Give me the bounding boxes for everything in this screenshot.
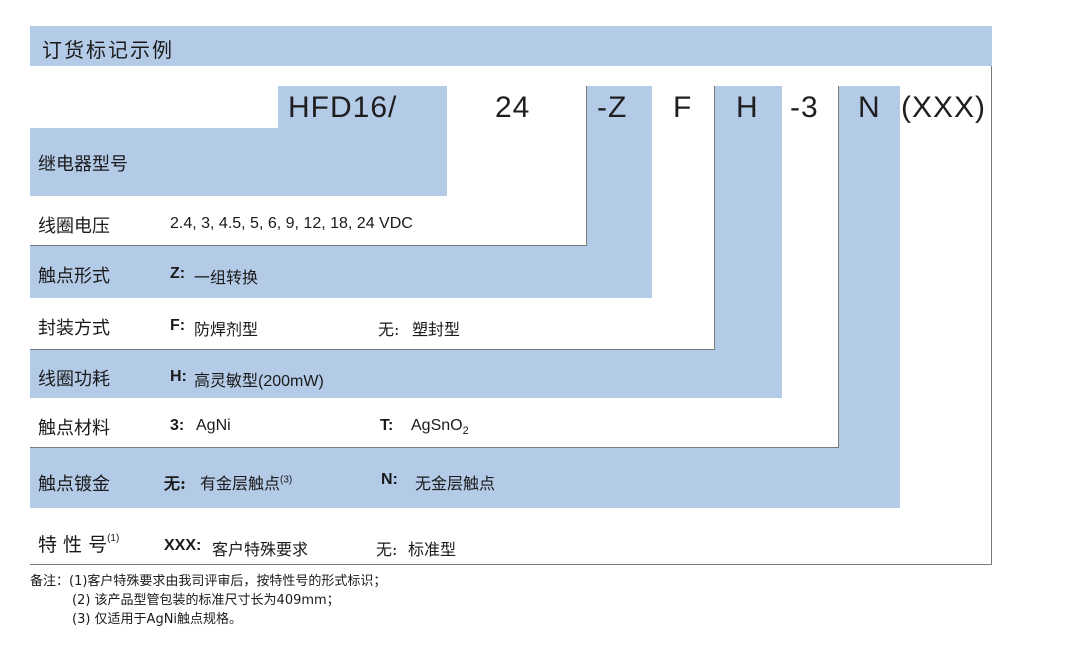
page-title: 订货标记示例 [42, 38, 174, 62]
key-special-none: 无: [376, 540, 398, 559]
key-sealing-none: 无: [378, 320, 400, 339]
desc-plating-nogold: 无金层触点 [415, 474, 496, 493]
code-base: HFD16/ [288, 91, 398, 124]
desc-material-sub: 2 [462, 425, 469, 438]
label-special: 特 性 号 [38, 534, 108, 556]
line-seal-right [714, 86, 715, 350]
label-contact-material: 触点材料 [38, 418, 110, 439]
band-coil-power [30, 350, 782, 398]
label-special-wrap: 特 性 号(1) [38, 530, 119, 557]
code-contact: -Z [597, 91, 628, 124]
value-coil-voltage: 2.4, 3, 4.5, 5, 6, 9, 12, 18, 24 VDC [170, 215, 413, 232]
key-contact-form: Z: [170, 265, 186, 282]
code-plating: N [858, 91, 881, 124]
desc-plating-gold: 有金层触点 [200, 474, 281, 493]
code-power: H [736, 91, 759, 124]
key-sealing-f: F: [170, 317, 186, 334]
desc-contact-form: 一组转换 [194, 268, 259, 287]
line-voltage-bottom [30, 245, 586, 246]
key-coil-power: H: [170, 368, 187, 385]
title-bar [30, 26, 992, 66]
key-plating-none: 无: [164, 474, 186, 493]
line-special-bottom [30, 564, 992, 565]
note-3: (3) 仅适用于AgNi触点规格。 [72, 612, 243, 627]
desc-special-none: 标准型 [408, 540, 457, 559]
label-contact-form: 触点形式 [38, 266, 110, 287]
key-special-xxx: XXX: [164, 537, 202, 554]
line-material-right [838, 86, 839, 448]
key-material-t: T: [380, 417, 394, 434]
label-coil-power: 线圈功耗 [38, 369, 110, 390]
desc-special-xxx: 客户特殊要求 [212, 540, 309, 559]
band-plating-code [838, 86, 900, 448]
desc-coil-power-watt: (200mW) [258, 373, 324, 390]
code-material: -3 [790, 91, 819, 124]
code-special: (XXX) [901, 91, 987, 124]
code-voltage: 24 [495, 91, 531, 124]
desc-material-agni: AgNi [196, 417, 231, 434]
key-material-3: 3: [170, 417, 185, 434]
band-relay-type [30, 128, 447, 196]
desc-sealing-f: 防焊剂型 [194, 320, 259, 339]
band-contact-plating [30, 448, 900, 508]
desc-plating-gold-wrap: 有金层触点(3) [200, 470, 292, 494]
code-seal: F [673, 91, 693, 124]
desc-coil-power: 高灵敏型 [194, 371, 259, 390]
desc-sealing-none: 塑封型 [412, 320, 461, 339]
line-special-right [991, 66, 992, 564]
line-material-bottom [30, 447, 838, 448]
label-contact-plating: 触点镀金 [38, 474, 110, 495]
label-relay-type: 继电器型号 [38, 154, 128, 175]
desc-material-agsno2: AgSnO2 [411, 417, 469, 437]
note-ref-1: (1) [107, 533, 120, 544]
label-coil-voltage: 线圈电压 [38, 216, 110, 237]
desc-coil-power-wrap: 高灵敏型(200mW) [194, 367, 324, 391]
line-seal-bottom [30, 349, 714, 350]
line-voltage-right [586, 86, 587, 246]
band-power-code [714, 86, 782, 350]
desc-material-agsno: AgSnO [411, 417, 463, 434]
band-contact-form [30, 246, 652, 298]
label-sealing: 封装方式 [38, 318, 110, 339]
note-1: 备注：(1)客户特殊要求由我司评审后，按特性号的形式标识； [30, 574, 387, 589]
band-contact-code [586, 86, 652, 246]
key-plating-n: N: [381, 471, 398, 488]
note-2: (2) 该产品型管包装的标准尺寸长为409mm； [72, 593, 340, 608]
band-base-code [278, 86, 447, 130]
note-ref-3: (3) [280, 474, 293, 486]
